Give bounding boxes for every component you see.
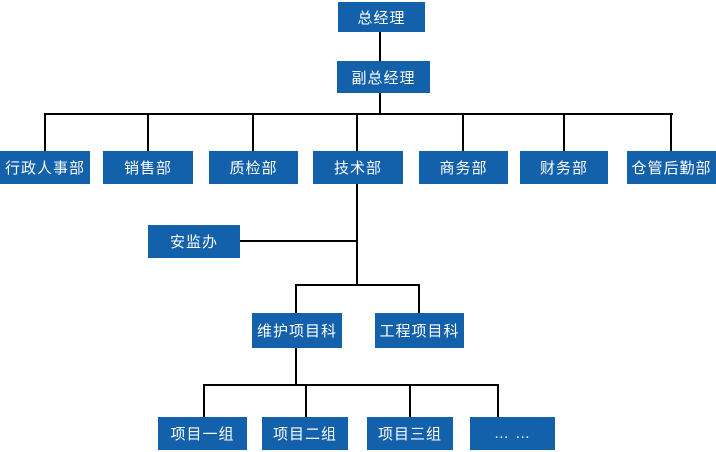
connector-line [240,240,357,242]
connector-line [252,114,254,151]
node-maintenance-project-section: 维护项目科 [252,313,342,348]
connector-line [203,386,205,417]
connector-line [305,386,307,417]
node-engineering-project-section: 工程项目科 [375,313,464,348]
node-project-group-2: 项目二组 [262,417,348,450]
node-more-groups-ellipsis: … … [470,417,555,450]
connector-line [295,284,297,313]
connector-line [379,93,381,115]
node-project-group-1: 项目一组 [158,417,247,450]
connector-line [356,114,358,151]
connector-line [44,113,673,115]
connector-line [563,114,565,151]
connector-line [462,114,464,151]
node-deputy-general-manager: 副总经理 [337,61,430,93]
connector-line [44,114,46,151]
connector-line [497,386,499,417]
node-technology-dept: 技术部 [313,151,403,184]
connector-line [295,348,297,384]
connector-line [409,386,411,417]
connector-line [418,284,420,313]
node-finance-dept: 财务部 [520,151,608,184]
connector-line [356,184,358,286]
node-commerce-dept: 商务部 [419,151,508,184]
node-warehouse-logistics-dept: 仓管后勤部 [627,151,716,184]
connector-line [379,32,381,61]
node-admin-hr-dept: 行政人事部 [0,151,90,184]
node-general-manager: 总经理 [338,2,425,32]
node-safety-supervision-office: 安监办 [148,225,240,258]
connector-line [295,284,420,286]
node-quality-inspection-dept: 质检部 [209,151,298,184]
node-project-group-3: 项目三组 [367,417,453,450]
node-sales-dept: 销售部 [103,151,193,184]
connector-line [203,384,499,386]
connector-line [670,114,672,151]
connector-line [147,114,149,151]
